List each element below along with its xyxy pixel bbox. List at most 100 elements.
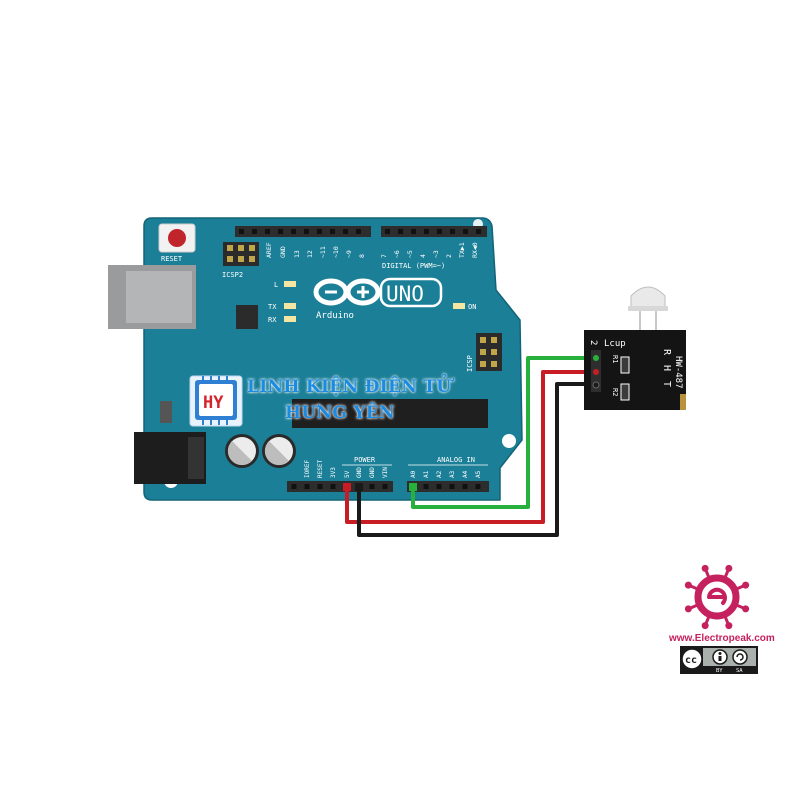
power-pin-label: IOREF (304, 460, 311, 478)
pin-hole (304, 484, 310, 489)
pin-hole (343, 229, 348, 234)
pin-hole (317, 229, 322, 234)
capacitor (225, 434, 259, 468)
analog-pin-label: A3 (449, 470, 456, 478)
sensor-letter: R (661, 349, 672, 356)
board-pcb (143, 217, 523, 501)
arduino-logo (313, 278, 381, 306)
logo-node (684, 581, 692, 589)
power-header[interactable] (287, 481, 393, 492)
sensor-resistor (620, 356, 630, 374)
electropeak-site-link[interactable]: www.Electropeak.com (669, 633, 775, 644)
watermark-line1: LINH KIỆN ĐIỆN TỬ (247, 377, 452, 397)
pin-hole (398, 229, 403, 234)
analog-header[interactable] (407, 481, 489, 492)
icsp2-label: ICSP2 (222, 271, 243, 279)
dc-jack-front (188, 437, 204, 479)
sa-label: SA (736, 668, 743, 674)
voltage-regulator (160, 401, 172, 423)
pin-hole (330, 484, 336, 489)
icsp-label: ICSP (466, 355, 474, 372)
r2-label: R2 (611, 388, 619, 396)
heartbeat-sensor-module: 2 Lcup HW-487 RHT R1 R2 (584, 286, 686, 410)
pin-hole (239, 229, 244, 234)
pin-hole (356, 229, 361, 234)
pin-hole (369, 484, 375, 489)
sensor-top-label: Lcup (604, 339, 626, 349)
gnd-top-label: GND (279, 246, 287, 258)
atmega-chip (292, 399, 488, 428)
logo-node (701, 622, 709, 630)
digital-pin-label: ~9 (345, 250, 353, 258)
tx-led-label: TX (268, 303, 277, 311)
sensor-letter: T (661, 381, 672, 387)
pin-hole (436, 484, 442, 489)
digital-pin-label: 12 (306, 250, 314, 258)
sensor-letter: H (661, 365, 672, 371)
analog-pin-label: A2 (436, 470, 443, 478)
pin-hole (476, 229, 481, 234)
sensor-pin (592, 381, 600, 389)
tx-led (284, 303, 296, 309)
pin-hole (423, 484, 429, 489)
reset-button[interactable] (158, 223, 196, 253)
analog-label: ANALOG IN (437, 456, 475, 464)
power-pin-label: RESET (317, 460, 324, 478)
sensor-pin (593, 369, 599, 375)
wire-signal-a0[interactable] (411, 356, 598, 509)
icsp2-header (223, 242, 259, 266)
usb-port-inner (126, 271, 192, 323)
pin-hole (463, 229, 468, 234)
digital-pin-label: 2 (445, 254, 453, 258)
digital-pin-holes (239, 229, 481, 234)
cc-label: cc (685, 655, 697, 666)
logo-spoke (690, 584, 698, 590)
pin-hole (475, 484, 481, 489)
logo-spoke (704, 570, 710, 578)
power-label: POWER (354, 456, 376, 464)
sa-icon (732, 649, 748, 665)
hy-watermark-badge: HY (189, 375, 243, 427)
power-pin-label: GND (369, 467, 376, 478)
watermark-line2: HƯNG YÊN (285, 403, 395, 423)
usb-chip (236, 305, 258, 329)
digital-pin-label: 4 (419, 254, 427, 258)
power-pin-label: 5V (344, 470, 351, 478)
logo-node (725, 622, 733, 630)
logo-spoke (724, 570, 730, 578)
pin-hole (411, 229, 416, 234)
hy-badge-text: HY (203, 393, 224, 413)
pin-hole (462, 484, 468, 489)
wire-power-5v[interactable] (345, 370, 598, 524)
logo-spoke (736, 584, 744, 590)
logo-spoke (724, 616, 730, 624)
digital-header-right[interactable] (381, 226, 487, 237)
rx-led-label: RX (268, 316, 277, 324)
logo-spoke (690, 604, 698, 610)
logo-node (725, 564, 733, 572)
pin-hole (330, 229, 335, 234)
power-pin-label: VIN (382, 467, 389, 478)
logo-node (742, 605, 750, 613)
pin-hole (265, 229, 270, 234)
wire-ground[interactable] (357, 382, 598, 537)
logo-node (701, 564, 709, 572)
analog-pin-label: A4 (462, 470, 469, 478)
pin-hole (450, 229, 455, 234)
sensor-pin (593, 355, 599, 361)
electropeak-logo (684, 564, 750, 630)
led-number-label: 2 (588, 340, 598, 345)
on-led (453, 303, 465, 309)
uno-badge (379, 277, 443, 308)
by-label: BY (716, 668, 723, 674)
digital-pin-label: 13 (293, 250, 301, 258)
power-pin-label: GND (356, 467, 363, 478)
sensor-receiver (680, 394, 686, 410)
l-led (284, 281, 296, 287)
digital-header-left[interactable] (235, 226, 371, 237)
mount-hole (502, 434, 516, 448)
